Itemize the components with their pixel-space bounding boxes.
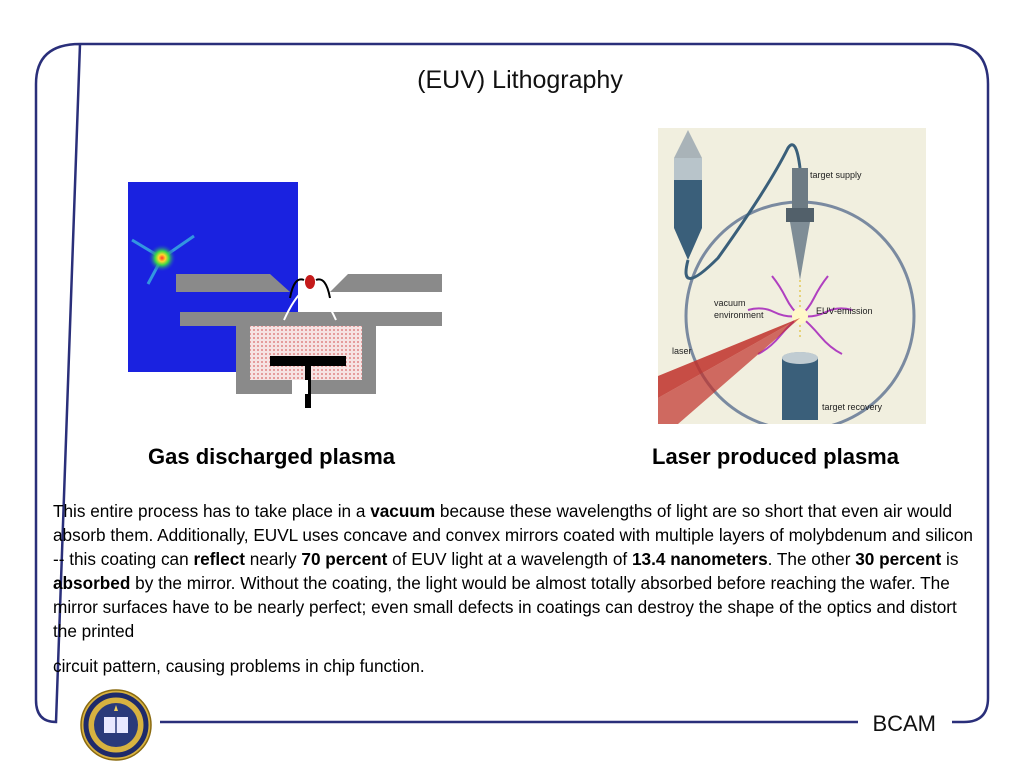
label-target-recovery: target recovery bbox=[822, 402, 883, 412]
label-euv-emission: EUV-emission bbox=[816, 306, 873, 316]
bold-reflect: reflect bbox=[193, 549, 246, 569]
bold-30-percent: 30 percent bbox=[855, 549, 942, 569]
label-laser: laser bbox=[672, 346, 692, 356]
body-paragraph: This entire process has to take place in… bbox=[53, 499, 973, 678]
text-run: . The other bbox=[767, 549, 856, 569]
label-target-supply: target supply bbox=[810, 170, 862, 180]
text-run: nearly bbox=[245, 549, 302, 569]
text-run: of EUV light at a wavelength of bbox=[387, 549, 632, 569]
caption-gas-plasma: Gas discharged plasma bbox=[148, 444, 395, 469]
bold-vacuum: vacuum bbox=[370, 501, 436, 521]
text-run: is bbox=[941, 549, 959, 569]
label-vacuum: vacuum bbox=[714, 298, 746, 308]
bold-70-percent: 70 percent bbox=[301, 549, 388, 569]
footer-label: BCAM bbox=[866, 711, 942, 737]
caption-laser-plasma: Laser produced plasma bbox=[652, 444, 899, 469]
text-run-last: circuit pattern, causing problems in chi… bbox=[53, 656, 425, 676]
bold-absorbed: absorbed bbox=[53, 573, 131, 593]
gas-discharge-diagram bbox=[128, 182, 442, 408]
bold-wavelength: 13.4 nanometers bbox=[631, 549, 768, 569]
slide-title: (EUV) Lithography bbox=[417, 66, 623, 94]
label-environment: environment bbox=[714, 310, 764, 320]
text-run: This entire process has to take place in… bbox=[53, 501, 371, 521]
university-seal-logo bbox=[80, 689, 152, 761]
text-run: because these wavelengths of light are s… bbox=[53, 501, 973, 569]
laser-plasma-diagram: target supply vacuum environment EUV-emi… bbox=[658, 128, 926, 424]
text-run: by the mirror. Without the coating, the … bbox=[53, 573, 957, 641]
